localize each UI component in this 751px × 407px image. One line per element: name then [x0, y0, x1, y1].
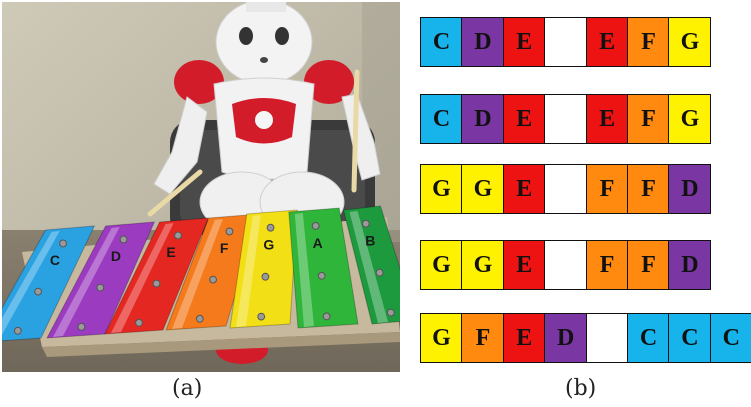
note-cell-g: G	[668, 17, 712, 67]
xylophone-bar-g: G	[229, 209, 298, 329]
xylophone-bar-b: B	[342, 205, 400, 325]
xylophone-bar-f: F	[165, 213, 260, 331]
xylophone-bar-label: C	[50, 252, 60, 268]
note-cell-e: E	[585, 17, 629, 67]
xylophone-bar-label: D	[111, 248, 121, 264]
note-cell-f: F	[627, 94, 671, 144]
note-cell-c: C	[420, 17, 463, 67]
note-cell-d: D	[668, 164, 712, 214]
xylophone-bar-label: A	[313, 235, 323, 251]
note-cell-e: E	[502, 94, 546, 144]
note-cell-e: E	[502, 164, 546, 214]
robot-xylophone-image: C D E F G A B	[2, 2, 400, 372]
rest-cell	[585, 313, 629, 363]
xylophone-bar-label: F	[220, 240, 229, 256]
note-cell-g: G	[420, 313, 463, 363]
rest-cell	[544, 240, 588, 290]
note-cell-g: G	[668, 94, 712, 144]
note-cell-c: C	[668, 313, 712, 363]
note-cell-c: C	[627, 313, 671, 363]
note-cell-e: E	[502, 313, 546, 363]
xylophone-bar-a: A	[288, 207, 359, 329]
rest-cell	[544, 164, 588, 214]
note-cell-g: G	[461, 164, 505, 214]
note-cell-f: F	[627, 164, 671, 214]
xylophone-bar-label: E	[166, 244, 175, 260]
note-cell-f: F	[585, 240, 629, 290]
xylophone-bar-e: E	[104, 217, 210, 335]
caption-a: (a)	[172, 376, 203, 401]
note-cell-d: D	[544, 313, 588, 363]
note-cell-d: D	[461, 94, 505, 144]
note-cell-e: E	[502, 17, 546, 67]
note-cell-c: C	[709, 313, 751, 363]
note-cell-f: F	[461, 313, 505, 363]
note-cell-c: C	[420, 94, 463, 144]
note-cell-d: D	[461, 17, 505, 67]
xylophone-bar-label: B	[365, 233, 375, 249]
note-cell-g: G	[461, 240, 505, 290]
rest-cell	[544, 94, 588, 144]
note-cell-f: F	[627, 17, 671, 67]
rest-cell	[544, 17, 588, 67]
note-cell-d: D	[668, 240, 712, 290]
note-cell-f: F	[627, 240, 671, 290]
note-cell-g: G	[420, 240, 463, 290]
xylophone-bar-c: C	[2, 225, 96, 342]
note-cell-e: E	[585, 94, 629, 144]
note-cell-f: F	[585, 164, 629, 214]
nao-robot	[147, 2, 381, 364]
caption-b: (b)	[565, 376, 597, 401]
note-cell-g: G	[420, 164, 463, 214]
xylophone-bar-label: G	[263, 237, 274, 253]
note-cell-e: E	[502, 240, 546, 290]
xylophone-bars: C D E F G A B	[2, 205, 400, 342]
